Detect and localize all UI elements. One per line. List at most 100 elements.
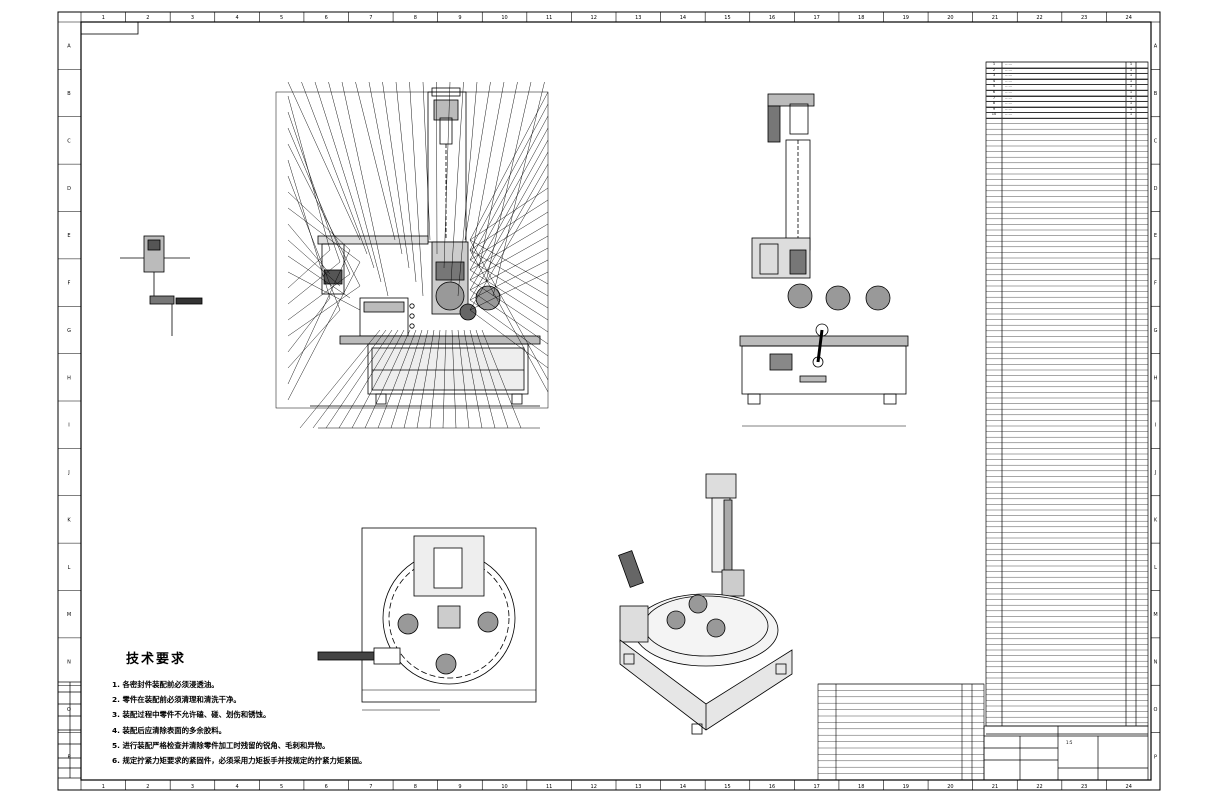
zone-column-label-top: 1 [102, 15, 105, 21]
zone-column-label-top: 3 [191, 15, 194, 21]
zone-row-label-right: L [1154, 565, 1157, 571]
left-stamp-block [57, 681, 82, 779]
zone-row-label-right: F [1154, 281, 1157, 287]
zone-column-label-bottom: 19 [903, 784, 909, 790]
zone-row-label-left: E [67, 233, 70, 239]
zone-row-label-right: B [1154, 91, 1158, 97]
front-view [275, 87, 549, 429]
zone-row-label-right: I [1155, 423, 1156, 429]
bom-cell-no: 10 [991, 112, 997, 117]
bom-cell-code: …… [1005, 62, 1013, 66]
bom-cell-qty: 1 [1129, 84, 1133, 89]
bom-cell-code: …… [1005, 90, 1013, 94]
bom-cell-code: …… [1005, 78, 1013, 83]
zone-row-label-left: K [67, 517, 71, 523]
requirement-line-6: 6. 规定拧紧力矩要求的紧固件，必须采用力矩扳手并按规定的拧紧力矩紧固。 [112, 756, 367, 766]
technical-requirements-title: 技术要求 [126, 652, 187, 667]
bom-cell-no: 3 [992, 73, 996, 78]
zone-row-label-right: G [1154, 328, 1158, 334]
requirement-line-3: 3. 装配过程中零件不允许磕、碰、划伤和锈蚀。 [112, 710, 271, 720]
zone-column-label-bottom: 7 [369, 784, 372, 790]
bom-cell-qty: 1 [1129, 101, 1133, 106]
zone-row-label-left: A [67, 44, 71, 50]
zone-row-label-right: A [1154, 44, 1158, 50]
bom-cell-no: 9 [992, 106, 996, 111]
corner-box [80, 21, 139, 35]
zone-column-label-bottom: 2 [146, 784, 149, 790]
requirement-line-1: 1. 各密封件装配前必须浸透油。 [112, 680, 219, 689]
zone-column-label-top: 19 [903, 15, 909, 21]
bom-row: 10……1 [986, 112, 1148, 119]
zone-column-label-bottom: 1 [102, 784, 105, 790]
zone-row-label-left: H [67, 375, 71, 381]
zone-row-label-right: N [1154, 660, 1158, 666]
zone-ticks [58, 12, 1160, 790]
zone-column-label-bottom: 9 [458, 784, 461, 790]
requirement-line-5: 5. 进行装配严格检查并清除零件加工时残留的锐角、毛刺和异物。 [112, 740, 330, 750]
bom-row: 4 …… 1 [986, 79, 1148, 86]
bom-cell-no: 4 [992, 78, 996, 83]
zone-row-label-right: J [1154, 470, 1156, 476]
zone-column-label-top: 17 [813, 15, 819, 21]
zone-row-label-right: K [1154, 517, 1158, 523]
bom-cell-no: 5 [992, 84, 996, 89]
bom-row: 8 …… 1 [986, 101, 1148, 108]
zone-column-label-bottom: 21 [992, 784, 998, 790]
bom-cell-no: 8 [992, 101, 996, 106]
zone-row-label-left: F [68, 281, 71, 287]
zone-row-label-right: C [1154, 138, 1158, 144]
leader-lines [287, 81, 549, 429]
bom-cell-code: …… [1005, 112, 1013, 117]
zone-column-label-top: 7 [369, 15, 372, 21]
zone-row-label-right: E [1154, 233, 1157, 239]
zone-column-label-top: 12 [591, 15, 597, 21]
bom-cell-qty: 1 [1129, 62, 1133, 66]
zone-column-label-top: 16 [769, 15, 775, 21]
zone-row-label-right: M [1153, 612, 1157, 618]
bom-cell-code: …… [1005, 84, 1013, 89]
bom-row: 7……1 [986, 96, 1148, 103]
zone-column-label-top: 18 [858, 15, 864, 21]
zone-row-label-left: I [68, 423, 69, 429]
zone-column-label-top: 23 [1081, 15, 1087, 21]
zone-row-label-right: P [1154, 754, 1157, 760]
zone-column-label-top: 11 [546, 15, 552, 21]
bom-row: 9……1 [986, 107, 1148, 114]
bom-cell-code: …… [1005, 101, 1013, 106]
bom-cell-no: 2 [992, 67, 996, 72]
zone-column-label-bottom: 6 [325, 784, 328, 790]
zone-column-label-bottom: 23 [1081, 784, 1087, 790]
zone-column-label-bottom: 11 [546, 784, 552, 790]
bom-cell-qty: 1 [1129, 95, 1133, 100]
bom-row: 2 …… 1 [986, 68, 1148, 75]
requirement-line-2: 2. 零件在装配前必须清理和清洗干净。 [112, 695, 241, 705]
zone-row-label-left: N [67, 660, 71, 666]
bom-row: 6……1 [986, 90, 1148, 97]
bom-cell-code: …… [1005, 106, 1013, 111]
bom-cell-qty: 1 [1129, 90, 1133, 94]
bom-cell-no: 1 [992, 62, 996, 66]
isometric-view [618, 473, 793, 735]
zone-column-label-top: 9 [458, 15, 461, 21]
bom-cell-qty: 1 [1129, 67, 1133, 72]
zone-column-label-bottom: 4 [235, 784, 238, 790]
zone-row-label-left: L [68, 565, 71, 571]
zone-column-label-top: 15 [724, 15, 730, 21]
zone-row-label-left: P [67, 754, 70, 760]
zone-column-label-bottom: 12 [591, 784, 597, 790]
technical-requirements: 技术要求 1. 各密封件装配前必须浸透油。 2. 零件在装配前必须清理和清洗干净… [112, 648, 412, 768]
bom-cell-code: …… [1005, 95, 1013, 100]
bom-cell-code: …… [1005, 67, 1013, 72]
scale-value: 1:5 [1066, 740, 1073, 745]
zone-labels: 1122334455667788991010111112121313141415… [67, 15, 1158, 790]
zone-column-label-top: 2 [146, 15, 149, 21]
bom-cell-qty: 1 [1129, 78, 1133, 83]
bom-row: 5 …… 1 [986, 84, 1148, 91]
lower-bom [817, 683, 985, 781]
zone-column-label-bottom: 16 [769, 784, 775, 790]
zone-column-label-bottom: 13 [635, 784, 641, 790]
zone-column-label-bottom: 24 [1126, 784, 1132, 790]
bom-cell-qty: 1 [1129, 73, 1133, 78]
